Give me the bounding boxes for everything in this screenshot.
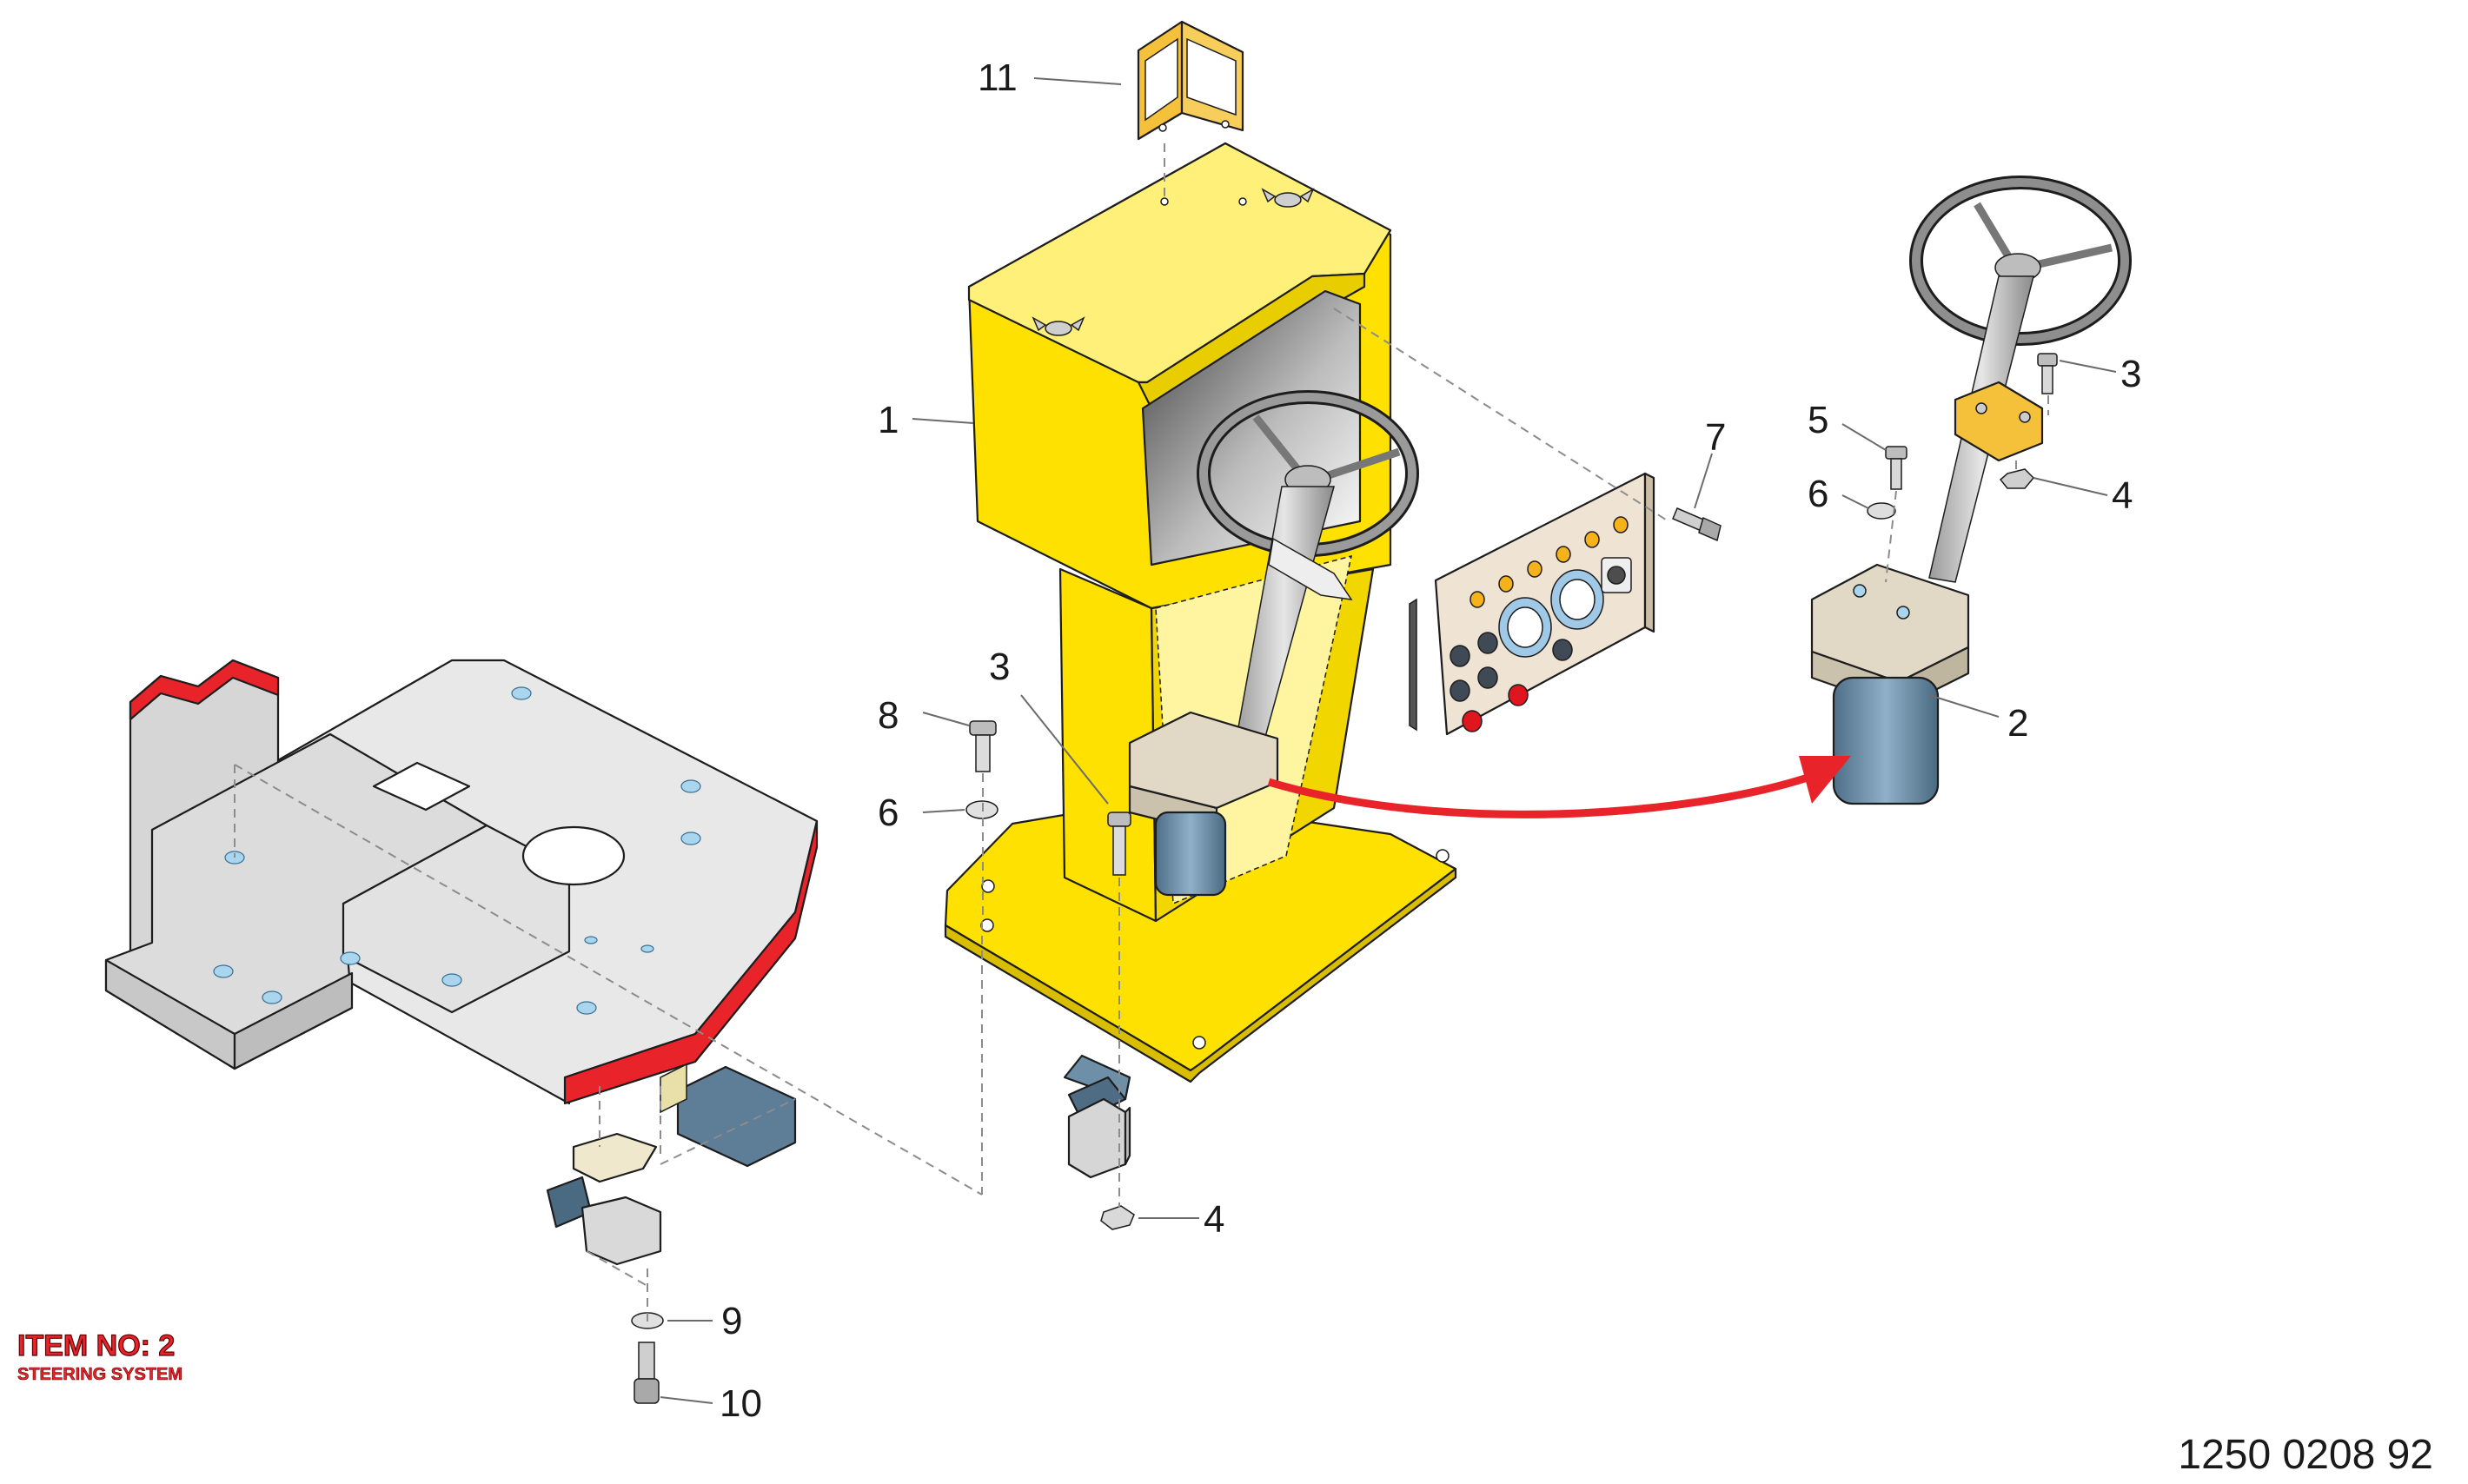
callout-4-assembly: 4 bbox=[2112, 474, 2133, 517]
sensor-screw bbox=[634, 1342, 660, 1404]
instrument-panel bbox=[1409, 472, 1655, 736]
callout-6-left: 6 bbox=[878, 792, 899, 834]
valve-bolt bbox=[1885, 446, 1907, 490]
item-number-title: ITEM NO: 2 bbox=[17, 1329, 175, 1362]
callout-5: 5 bbox=[1808, 399, 1828, 441]
callout-8: 8 bbox=[878, 694, 899, 737]
assembly-guide-lines bbox=[234, 143, 2049, 1325]
bracket-bolt bbox=[2037, 353, 2058, 394]
callout-leaders bbox=[660, 77, 2117, 1404]
document-number: 1250 0208 92 bbox=[2178, 1432, 2433, 1478]
steering-unit-assembly bbox=[1810, 176, 2132, 805]
warning-label-bracket bbox=[1137, 20, 1244, 141]
valve-washer bbox=[1867, 502, 1896, 520]
column-bolt bbox=[1107, 812, 1131, 876]
valve-nut bbox=[1100, 1205, 1135, 1230]
item-system-subtitle: STEERING SYSTEM bbox=[17, 1365, 182, 1384]
callout-3-column: 3 bbox=[989, 646, 1010, 688]
directional-valve bbox=[1063, 1054, 1131, 1179]
chassis-frame bbox=[104, 659, 819, 1105]
callout-1: 1 bbox=[878, 399, 899, 441]
steering-console bbox=[944, 142, 1457, 1083]
console-steering-wheel bbox=[1197, 390, 1419, 757]
callout-7: 7 bbox=[1705, 416, 1726, 459]
callout-11: 11 bbox=[978, 56, 1018, 99]
panel-bolt bbox=[1672, 507, 1722, 542]
bracket-nut bbox=[1999, 468, 2035, 489]
callout-6-assembly: 6 bbox=[1808, 473, 1828, 515]
item-label: ITEM NO: 2 STEERING SYSTEM bbox=[17, 1328, 182, 1384]
console-bolt bbox=[969, 720, 997, 772]
callout-2: 2 bbox=[2007, 702, 2028, 745]
exploded-view-arrow bbox=[1267, 756, 1851, 818]
callout-10: 10 bbox=[720, 1382, 762, 1425]
callout-3-assembly: 3 bbox=[2120, 353, 2141, 395]
callout-labels: 11 1 3 8 6 7 3 5 6 4 2 4 9 10 bbox=[720, 56, 2141, 1425]
callout-4-bottom: 4 bbox=[1204, 1198, 1224, 1241]
callout-9: 9 bbox=[721, 1300, 742, 1342]
